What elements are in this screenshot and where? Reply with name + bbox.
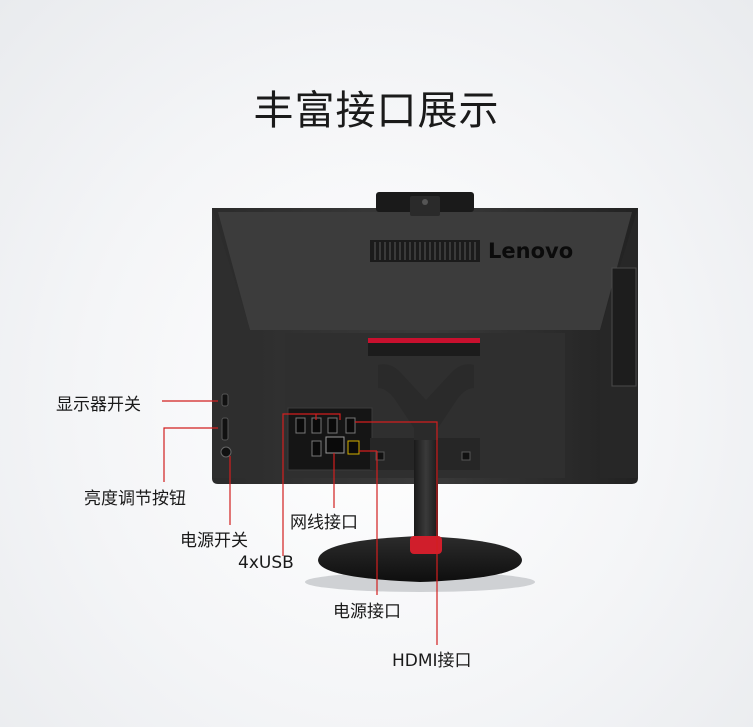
webcam bbox=[376, 192, 474, 216]
stand-red-accent bbox=[368, 338, 480, 343]
label-brightness-buttons: 亮度调节按钮 bbox=[84, 489, 186, 509]
right-side-slot bbox=[611, 267, 637, 387]
page-title: 丰富接口展示 bbox=[253, 88, 500, 134]
stand-neck bbox=[414, 440, 438, 540]
callout-lines bbox=[162, 400, 438, 645]
lock-slot bbox=[375, 451, 385, 461]
label-power-port: 电源接口 bbox=[333, 602, 401, 622]
label-usb: 4xUSB bbox=[238, 553, 294, 573]
monitor-upper-plate bbox=[218, 212, 632, 330]
label-display-switch: 显示器开关 bbox=[56, 395, 141, 415]
screw-hole bbox=[461, 451, 471, 461]
side-buttons bbox=[220, 393, 232, 458]
power-port bbox=[347, 440, 360, 455]
label-ethernet: 网线接口 bbox=[290, 513, 358, 533]
left-facet bbox=[212, 208, 250, 478]
label-hdmi: HDMI接口 bbox=[392, 651, 472, 671]
hdmi-port bbox=[345, 417, 356, 434]
stand-arm bbox=[378, 364, 474, 440]
lenovo-logo: Lenovo bbox=[488, 239, 573, 263]
vent-grille bbox=[370, 240, 480, 262]
label-power-switch: 电源开关 bbox=[180, 531, 248, 551]
stand-base bbox=[318, 536, 522, 582]
stand-red-ring bbox=[410, 536, 442, 554]
ethernet-port bbox=[325, 436, 345, 454]
